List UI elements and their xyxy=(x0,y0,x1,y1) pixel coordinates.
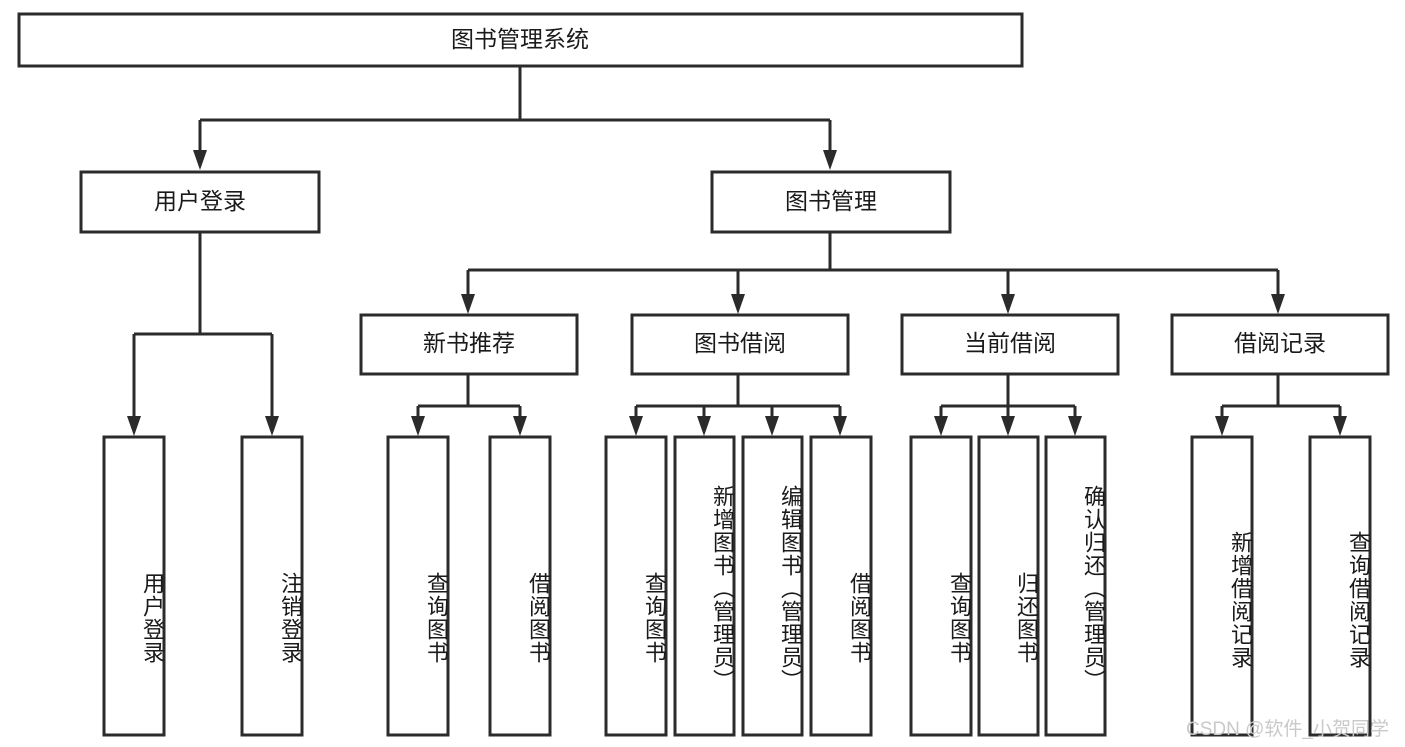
node-box-leaf-confirm-return[interactable] xyxy=(1044,435,1107,737)
arrowhead-bookmgmt xyxy=(823,150,837,170)
arrowhead-borrowrecord-leaf-2 xyxy=(1333,416,1347,436)
csdn-watermark: CSDN @软件_小贺同学 xyxy=(1186,719,1389,740)
node-box-new-book-recommend[interactable] xyxy=(359,313,579,376)
node-box-current-borrow[interactable] xyxy=(900,313,1120,376)
arrowhead-currentborrow-leaf-3 xyxy=(1068,416,1082,436)
node-box-leaf-borrow-book-b[interactable] xyxy=(809,435,873,737)
node-label-book-borrow: 图书借阅 xyxy=(694,330,786,356)
node-box-leaf-edit-book[interactable] xyxy=(741,435,804,737)
node-box-leaf-query-record[interactable] xyxy=(1308,435,1372,737)
node-label-root: 图书管理系统 xyxy=(451,26,589,52)
node-label-current-borrow: 当前借阅 xyxy=(964,330,1056,356)
node-box-leaf-query-book-b[interactable] xyxy=(604,435,668,737)
node-label-book-management: 图书管理 xyxy=(785,188,877,214)
node-box-leaf-query-book-a[interactable] xyxy=(386,435,450,737)
node-box-borrow-record[interactable] xyxy=(1170,313,1390,376)
node-label-borrow-record: 借阅记录 xyxy=(1234,330,1326,356)
node-box-root[interactable] xyxy=(17,12,1024,68)
node-box-user-login[interactable] xyxy=(79,170,321,234)
node-box-book-borrow[interactable] xyxy=(630,313,850,376)
arrowhead-leaf-logout xyxy=(265,416,279,436)
arrowhead-newbook xyxy=(461,294,475,314)
arrowhead-bookborrow xyxy=(731,294,745,314)
arrowhead-borrowrecord xyxy=(1271,294,1285,314)
node-box-leaf-return-book[interactable] xyxy=(977,435,1040,737)
arrowhead-borrowrecord-leaf-1 xyxy=(1215,416,1229,436)
node-box-leaf-borrow-book-a[interactable] xyxy=(488,435,552,737)
arrowhead-currentborrow-leaf-1 xyxy=(934,416,948,436)
node-box-leaf-logout[interactable] xyxy=(240,435,304,737)
arrowhead-bookborrow-leaf-3 xyxy=(765,416,779,436)
node-box-leaf-add-book[interactable] xyxy=(673,435,736,737)
arrowhead-userlogin xyxy=(193,150,207,170)
connector-group-userlogin xyxy=(127,232,279,436)
arrowhead-currentborrow xyxy=(1001,294,1015,314)
connector-group-borrowrecord xyxy=(1215,374,1347,436)
node-box-book-management[interactable] xyxy=(710,170,952,234)
arrowhead-bookborrow-leaf-4 xyxy=(833,416,847,436)
arrowhead-leaf-user-login xyxy=(127,416,141,436)
connector-group-currentborrow xyxy=(934,374,1082,436)
node-box-leaf-add-record[interactable] xyxy=(1190,435,1254,737)
arrowhead-newbook-leaf-2 xyxy=(513,416,527,436)
node-label-new-book-recommend: 新书推荐 xyxy=(423,330,515,356)
node-box-leaf-query-book-c[interactable] xyxy=(909,435,973,737)
arrowhead-newbook-leaf-1 xyxy=(411,416,425,436)
node-label-user-login: 用户登录 xyxy=(154,188,246,214)
node-box-leaf-user-login[interactable] xyxy=(102,435,166,737)
connector-group-bookmgmt xyxy=(461,232,1285,314)
connector-group-bookborrow xyxy=(629,374,847,436)
connector-group-root xyxy=(193,66,837,170)
arrowhead-bookborrow-leaf-2 xyxy=(697,416,711,436)
arrowhead-bookborrow-leaf-1 xyxy=(629,416,643,436)
arrowhead-currentborrow-leaf-2 xyxy=(1001,416,1015,436)
connector-group-newbook xyxy=(411,374,527,436)
